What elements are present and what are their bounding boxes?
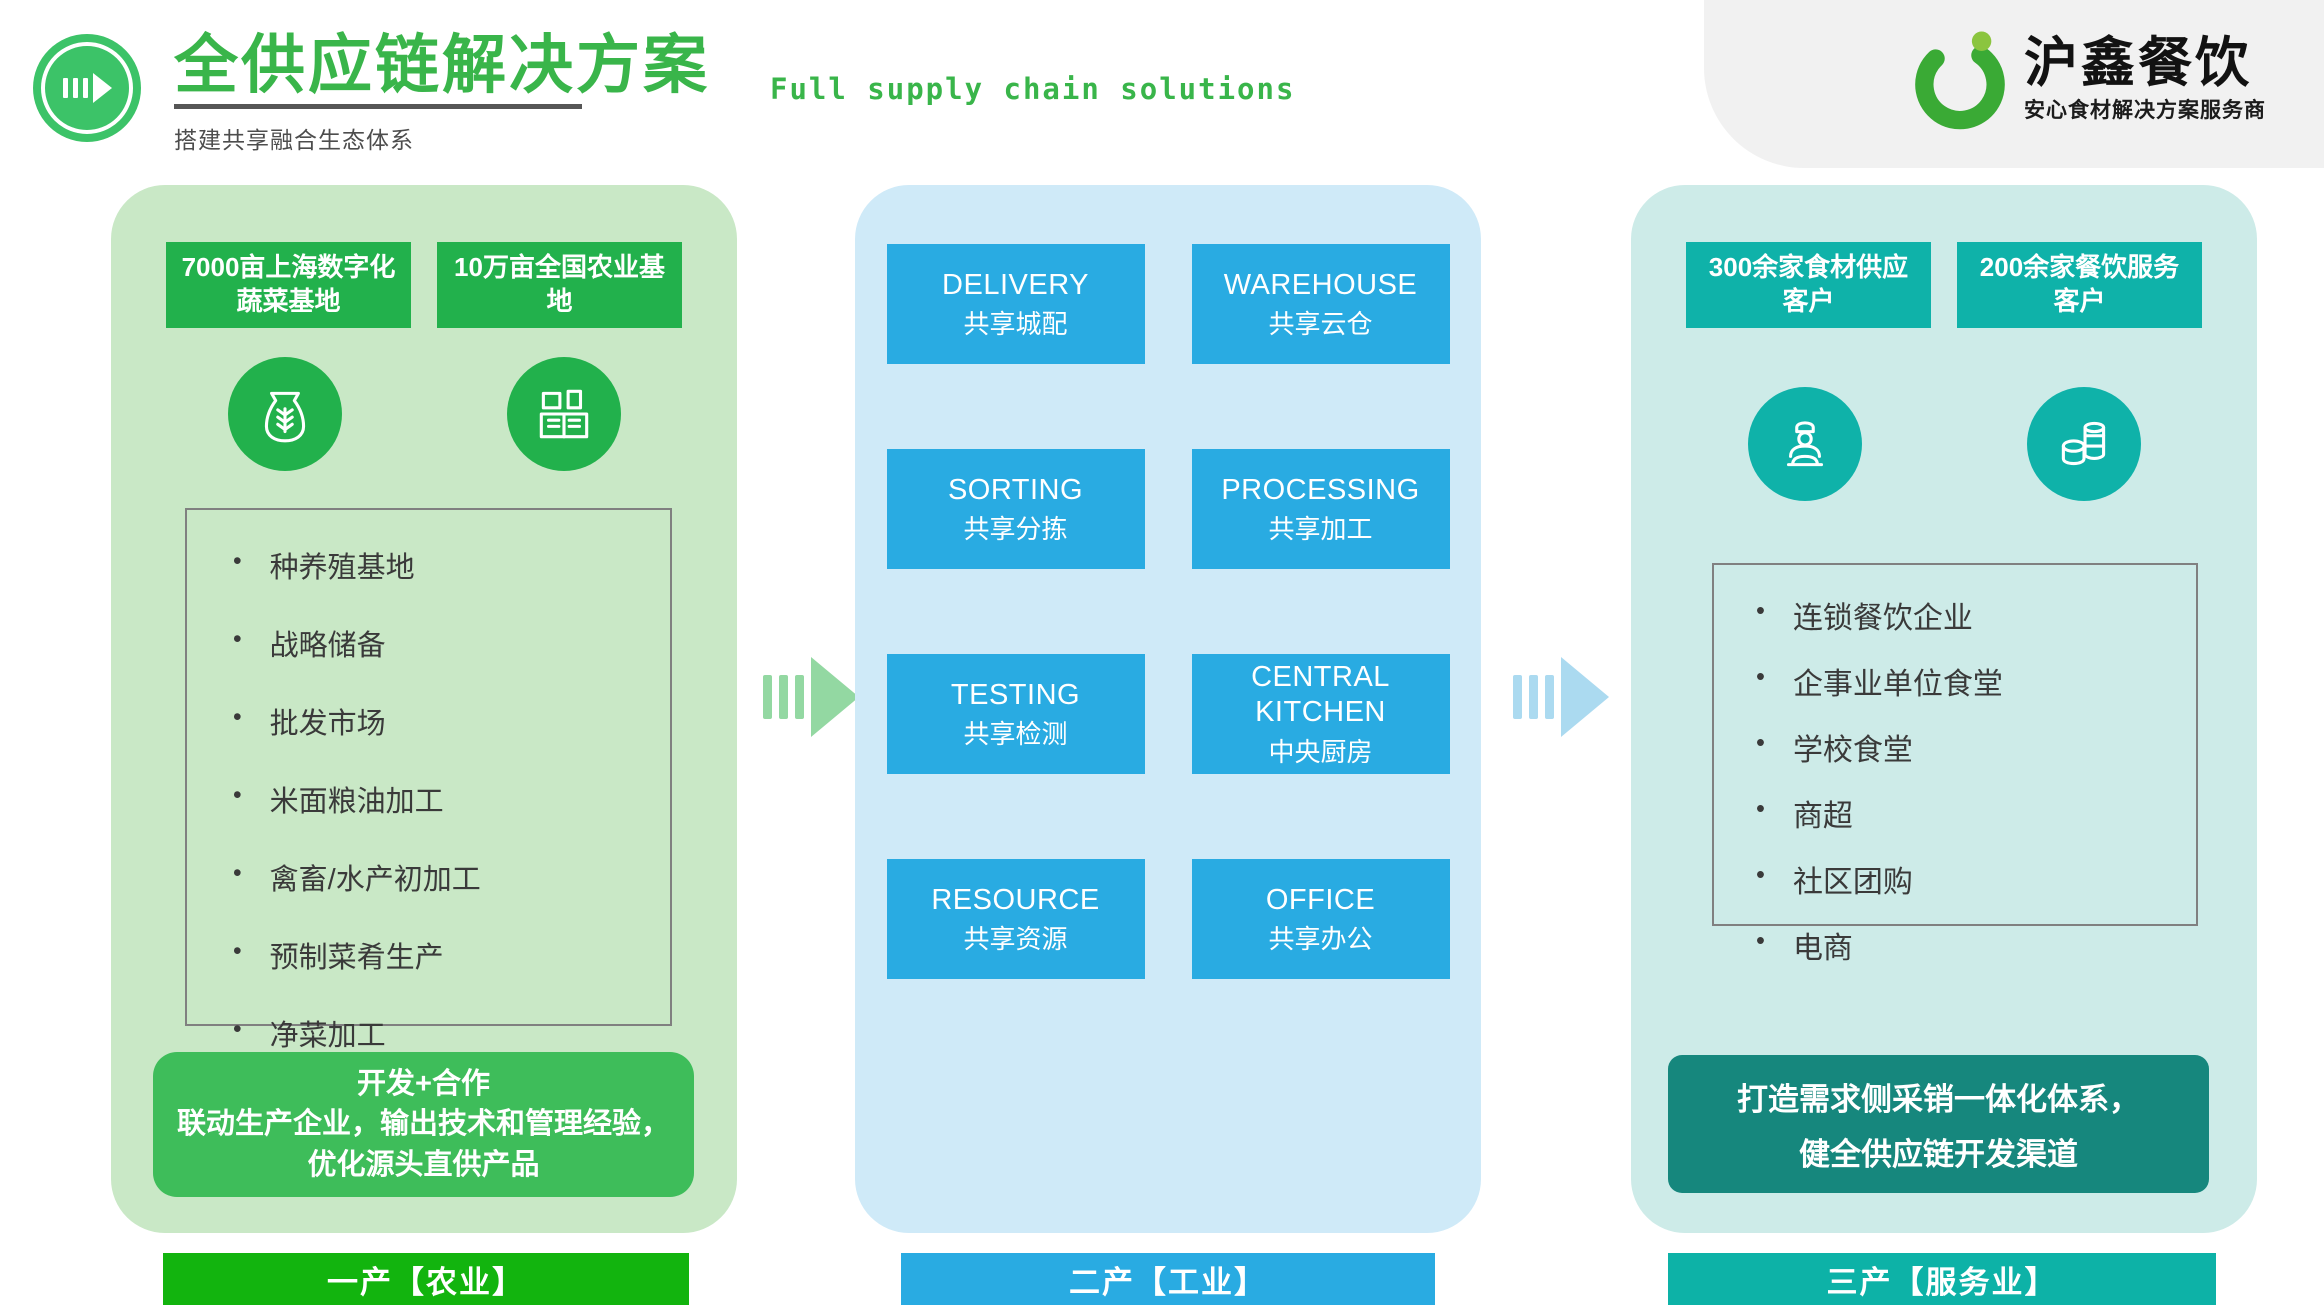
column-agriculture: 7000亩上海数字化蔬菜基地 10万亩全国农业基地 xyxy=(111,185,737,1233)
brand-name: 沪鑫餐饮 xyxy=(2024,32,2252,93)
page-title-english: Full supply chain solutions xyxy=(770,72,1296,106)
list-item: •商超 xyxy=(1756,795,1853,833)
chef-service-icon xyxy=(1747,387,1862,501)
list-item: •禽畜/水产初加工 xyxy=(233,860,481,896)
services-icons xyxy=(1631,387,2257,501)
agriculture-icons xyxy=(111,357,737,471)
title-underline xyxy=(174,104,582,110)
arrow-circle-icon xyxy=(33,34,141,142)
flow-arrow-green xyxy=(763,657,859,737)
list-item: •连锁餐饮企业 xyxy=(1756,597,1973,635)
services-highlight-box: 打造需求侧采销一体化体系， 健全供应链开发渠道 xyxy=(1668,1055,2209,1193)
list-item: •米面粮油加工 xyxy=(233,782,444,818)
badge-food-supply-clients: 300余家食材供应客户 xyxy=(1686,242,1931,328)
list-item: •种养殖基地 xyxy=(233,548,415,584)
highlight-body: 联动生产企业，输出技术和管理经验，优化源头直供产品 xyxy=(176,1108,670,1181)
list-item: •电商 xyxy=(1756,927,1853,965)
highlight-line: 健全供应链开发渠道 xyxy=(1799,1136,2078,1172)
page-title: 全供应链解决方案 xyxy=(174,29,710,101)
agriculture-list: •种养殖基地 •战略储备 •批发市场 •米面粮油加工 •禽畜/水产初加工 •预制… xyxy=(185,508,672,1052)
footer-bar-services: 三产【服务业】 xyxy=(1668,1253,2216,1305)
footer-bar-industry: 二产【工业】 xyxy=(901,1253,1435,1305)
badge-national-base: 10万亩全国农业基地 xyxy=(437,242,682,328)
highlight-line: 打造需求侧采销一体化体系， xyxy=(1737,1082,2140,1118)
page-subtitle: 搭建共享融合生态体系 xyxy=(174,127,414,154)
brand-logo: 沪鑫餐饮 安心食材解决方案服务商 xyxy=(1906,24,2266,132)
footer-bar-agriculture: 一产【农业】 xyxy=(163,1253,689,1305)
farm-base-icon xyxy=(506,357,621,471)
list-item: •批发市场 xyxy=(233,704,386,740)
list-item: •学校食堂 xyxy=(1756,729,1913,767)
services-badges: 300余家食材供应客户 200余家餐饮服务客户 xyxy=(1631,242,2257,328)
list-item: •战略储备 xyxy=(233,626,386,662)
canned-food-icon xyxy=(2026,387,2141,501)
badge-vegetable-base: 7000亩上海数字化蔬菜基地 xyxy=(166,242,411,328)
agriculture-badges: 7000亩上海数字化蔬菜基地 10万亩全国农业基地 xyxy=(111,242,737,328)
arrow-circle-ring xyxy=(41,42,133,134)
highlight-title: 开发+合作 xyxy=(357,1067,490,1100)
list-item: •社区团购 xyxy=(1756,861,1913,899)
right-arrow-icon xyxy=(33,34,141,142)
title-block: 全供应链解决方案 搭建共享融合生态体系 xyxy=(174,30,710,155)
list-item: •净菜加工 xyxy=(233,1016,386,1052)
brand-swoosh-icon xyxy=(1915,31,2005,130)
agriculture-highlight-box: 开发+合作 联动生产企业，输出技术和管理经验，优化源头直供产品 xyxy=(153,1052,694,1197)
column-services: 300余家食材供应客户 200余家餐饮服务客户 xyxy=(1631,185,2257,1233)
list-item: •预制菜肴生产 xyxy=(233,938,444,974)
grain-bag-icon xyxy=(227,357,342,471)
flow-arrow-blue xyxy=(1513,657,1609,737)
badge-catering-clients: 200余家餐饮服务客户 xyxy=(1957,242,2202,328)
brand-tagline: 安心食材解决方案服务商 xyxy=(2024,99,2266,123)
services-list: •连锁餐饮企业 •企事业单位食堂 •学校食堂 •商超 •社区团购 •电商 xyxy=(1712,563,2198,965)
list-item: •企事业单位食堂 xyxy=(1756,663,2003,701)
header-corner-background xyxy=(1704,0,2324,168)
brand-text: 沪鑫餐饮 安心食材解决方案服务商 xyxy=(2024,32,2266,124)
